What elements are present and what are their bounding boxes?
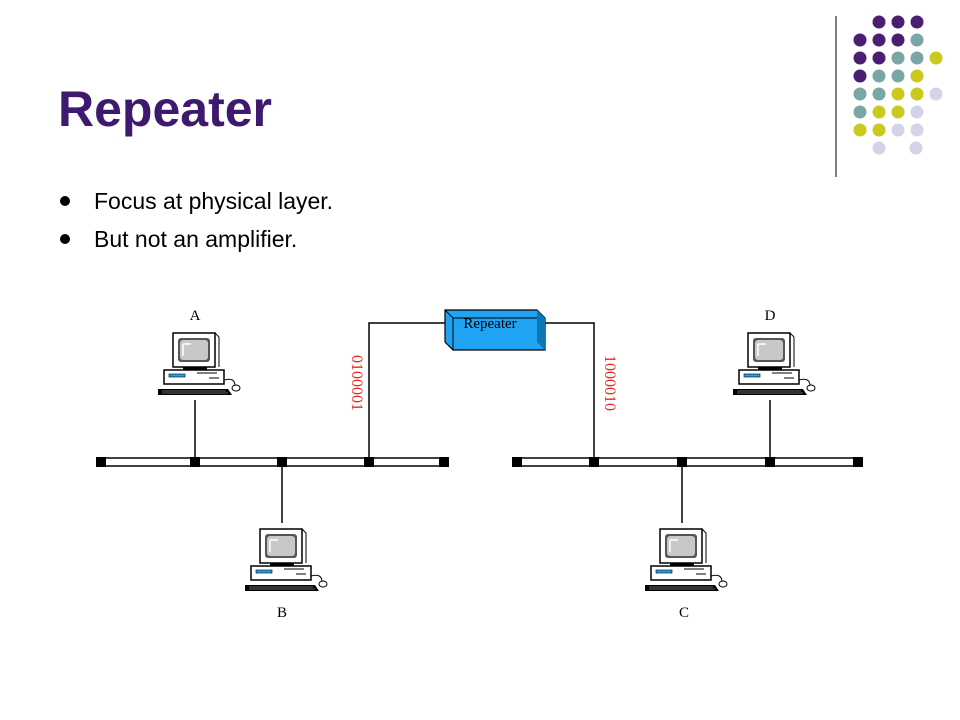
decorative-dot	[872, 51, 886, 65]
decorative-dot	[891, 87, 905, 101]
repeater-label: Repeater	[463, 316, 516, 332]
decorative-dot	[910, 51, 924, 65]
lan-segment-left	[96, 457, 449, 467]
decorative-dot	[929, 87, 943, 101]
station-label-d: D	[765, 308, 776, 324]
repeater-device: Repeater	[444, 309, 546, 351]
decorative-dot	[853, 33, 867, 47]
bullet-item: But not an amplifier.	[60, 220, 333, 258]
decorative-dot	[910, 123, 924, 137]
signal-bits-right: 1000010	[601, 355, 618, 411]
decorative-dot	[872, 33, 886, 47]
station-label-b: B	[277, 605, 287, 621]
decorative-dot	[910, 87, 924, 101]
bullet-item: Focus at physical layer.	[60, 182, 333, 220]
decorative-dot	[872, 15, 886, 29]
decorative-dot	[909, 141, 923, 155]
decorative-dot	[910, 15, 924, 29]
decorative-dot	[910, 69, 924, 83]
decorative-dot	[891, 51, 905, 65]
lan-segment-right	[512, 457, 863, 467]
computer-a-icon	[157, 332, 241, 396]
decorative-dot	[853, 87, 867, 101]
decorative-dot	[891, 15, 905, 29]
decorative-dot	[872, 141, 886, 155]
decorative-dot	[891, 123, 905, 137]
decorative-dot	[891, 105, 905, 119]
decorative-dot	[910, 105, 924, 119]
station-label-c: C	[679, 605, 689, 621]
decorative-dot	[872, 105, 886, 119]
signal-bits-left: 0100001	[348, 355, 365, 411]
decorative-dot	[891, 69, 905, 83]
decorative-dot	[891, 33, 905, 47]
slide-title: Repeater	[58, 81, 272, 137]
decorative-dot	[853, 123, 867, 137]
decorative-dot	[853, 51, 867, 65]
decorative-dot	[910, 33, 924, 47]
decorative-dot	[929, 51, 943, 65]
drop-cables	[194, 322, 771, 523]
decorative-dot	[853, 105, 867, 119]
station-label-a: A	[190, 308, 201, 324]
decorative-dot	[872, 69, 886, 83]
bullet-list: Focus at physical layer. But not an ampl…	[60, 182, 333, 258]
computer-b-icon	[244, 528, 328, 592]
decorative-dot	[872, 123, 886, 137]
decorative-dot	[853, 69, 867, 83]
computer-c-icon	[644, 528, 728, 592]
computer-d-icon	[732, 332, 816, 396]
decorative-dot-grid	[853, 15, 943, 155]
decorative-dot	[872, 87, 886, 101]
